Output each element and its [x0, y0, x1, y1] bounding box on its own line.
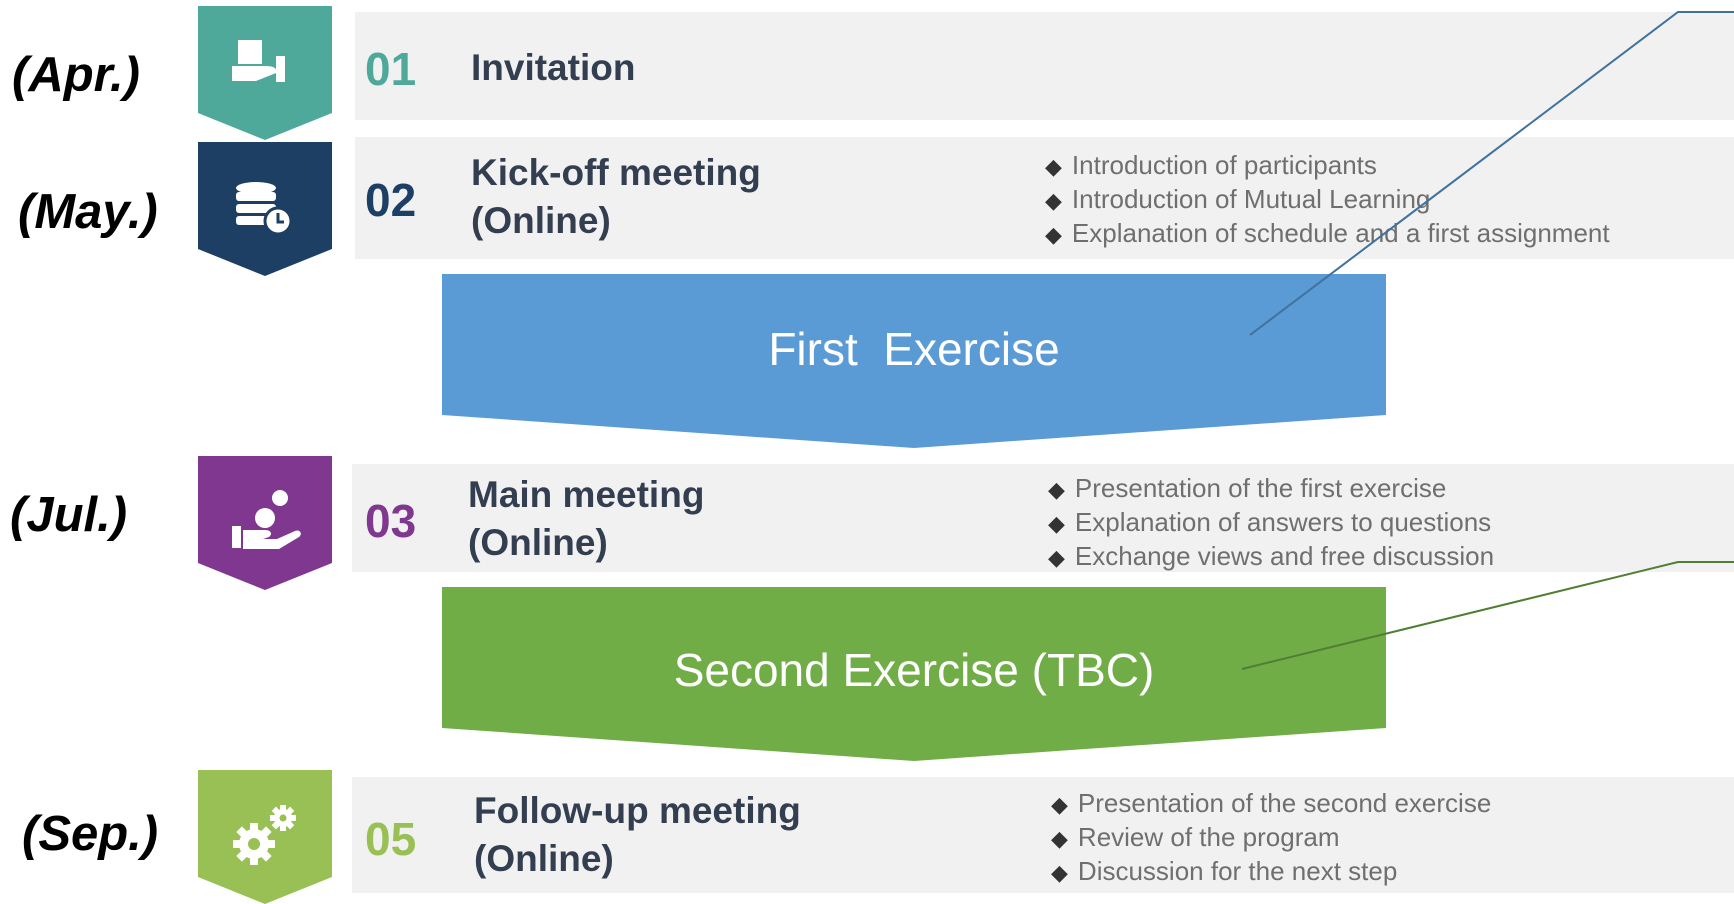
step-number: 05 — [365, 813, 417, 865]
step-title-line-2: (Online) — [471, 200, 611, 241]
step-05-badge — [198, 770, 332, 904]
step-01-row: 01 Invitation — [355, 12, 1734, 120]
step-title-line-1: Kick-off meeting — [471, 152, 761, 193]
second-exercise-banner: Second Exercise (TBC) — [442, 587, 1386, 761]
bullet-item: Explanation of schedule and a first assi… — [1045, 217, 1610, 251]
month-label-jul: (Jul.) — [10, 488, 128, 542]
bullet-item: Review of the program — [1051, 821, 1491, 855]
bullet-item: Explanation of answers to questions — [1048, 506, 1494, 540]
step-05-row: 05 Follow-up meeting (Online) Presentati… — [352, 777, 1734, 893]
step-title: Invitation — [471, 47, 636, 88]
step-number: 01 — [365, 43, 417, 95]
hand-holding-box-icon — [232, 40, 285, 82]
step-02-row: 02 Kick-off meeting (Online) Introductio… — [355, 137, 1734, 259]
gears-icon — [233, 805, 296, 865]
month-label-sep: (Sep.) — [22, 807, 159, 861]
bullet-item: Discussion for the next step — [1051, 855, 1491, 889]
step-01-badge — [198, 6, 332, 140]
step-number: 03 — [365, 495, 417, 547]
month-label-apr: (Apr.) — [12, 48, 140, 102]
first-exercise-banner: First Exercise — [442, 274, 1386, 448]
step-bullets: Presentation of the first exercise Expla… — [1048, 472, 1494, 574]
bullet-item: Presentation of the first exercise — [1048, 472, 1494, 506]
second-exercise-label: Second Exercise (TBC) — [673, 644, 1155, 696]
step-bullets: Presentation of the second exercise Revi… — [1051, 787, 1491, 889]
step-title-line-2: (Online) — [474, 838, 614, 879]
step-number: 02 — [365, 174, 417, 226]
hand-coins-icon — [232, 490, 301, 549]
step-title: Main meeting (Online) — [468, 471, 704, 567]
step-03-badge — [198, 456, 332, 590]
step-03-row: 03 Main meeting (Online) Presentation of… — [352, 464, 1734, 572]
bullet-item: Introduction of participants — [1045, 149, 1610, 183]
step-02-badge — [198, 142, 332, 276]
step-title-line-1: Main meeting — [468, 474, 705, 515]
step-title-line-1: Follow-up meeting — [474, 790, 801, 831]
step-title: Kick-off meeting (Online) — [471, 149, 761, 245]
database-clock-icon — [236, 182, 293, 236]
step-bullets: Introduction of participants Introductio… — [1045, 149, 1610, 251]
bullet-item: Presentation of the second exercise — [1051, 787, 1491, 821]
bullet-item: Exchange views and free discussion — [1048, 540, 1494, 574]
step-title: Follow-up meeting (Online) — [474, 787, 801, 883]
first-exercise-label: First Exercise — [768, 323, 1060, 375]
month-label-may: (May.) — [18, 185, 158, 239]
step-title-line-2: (Online) — [468, 522, 608, 563]
bullet-item: Introduction of Mutual Learning — [1045, 183, 1610, 217]
